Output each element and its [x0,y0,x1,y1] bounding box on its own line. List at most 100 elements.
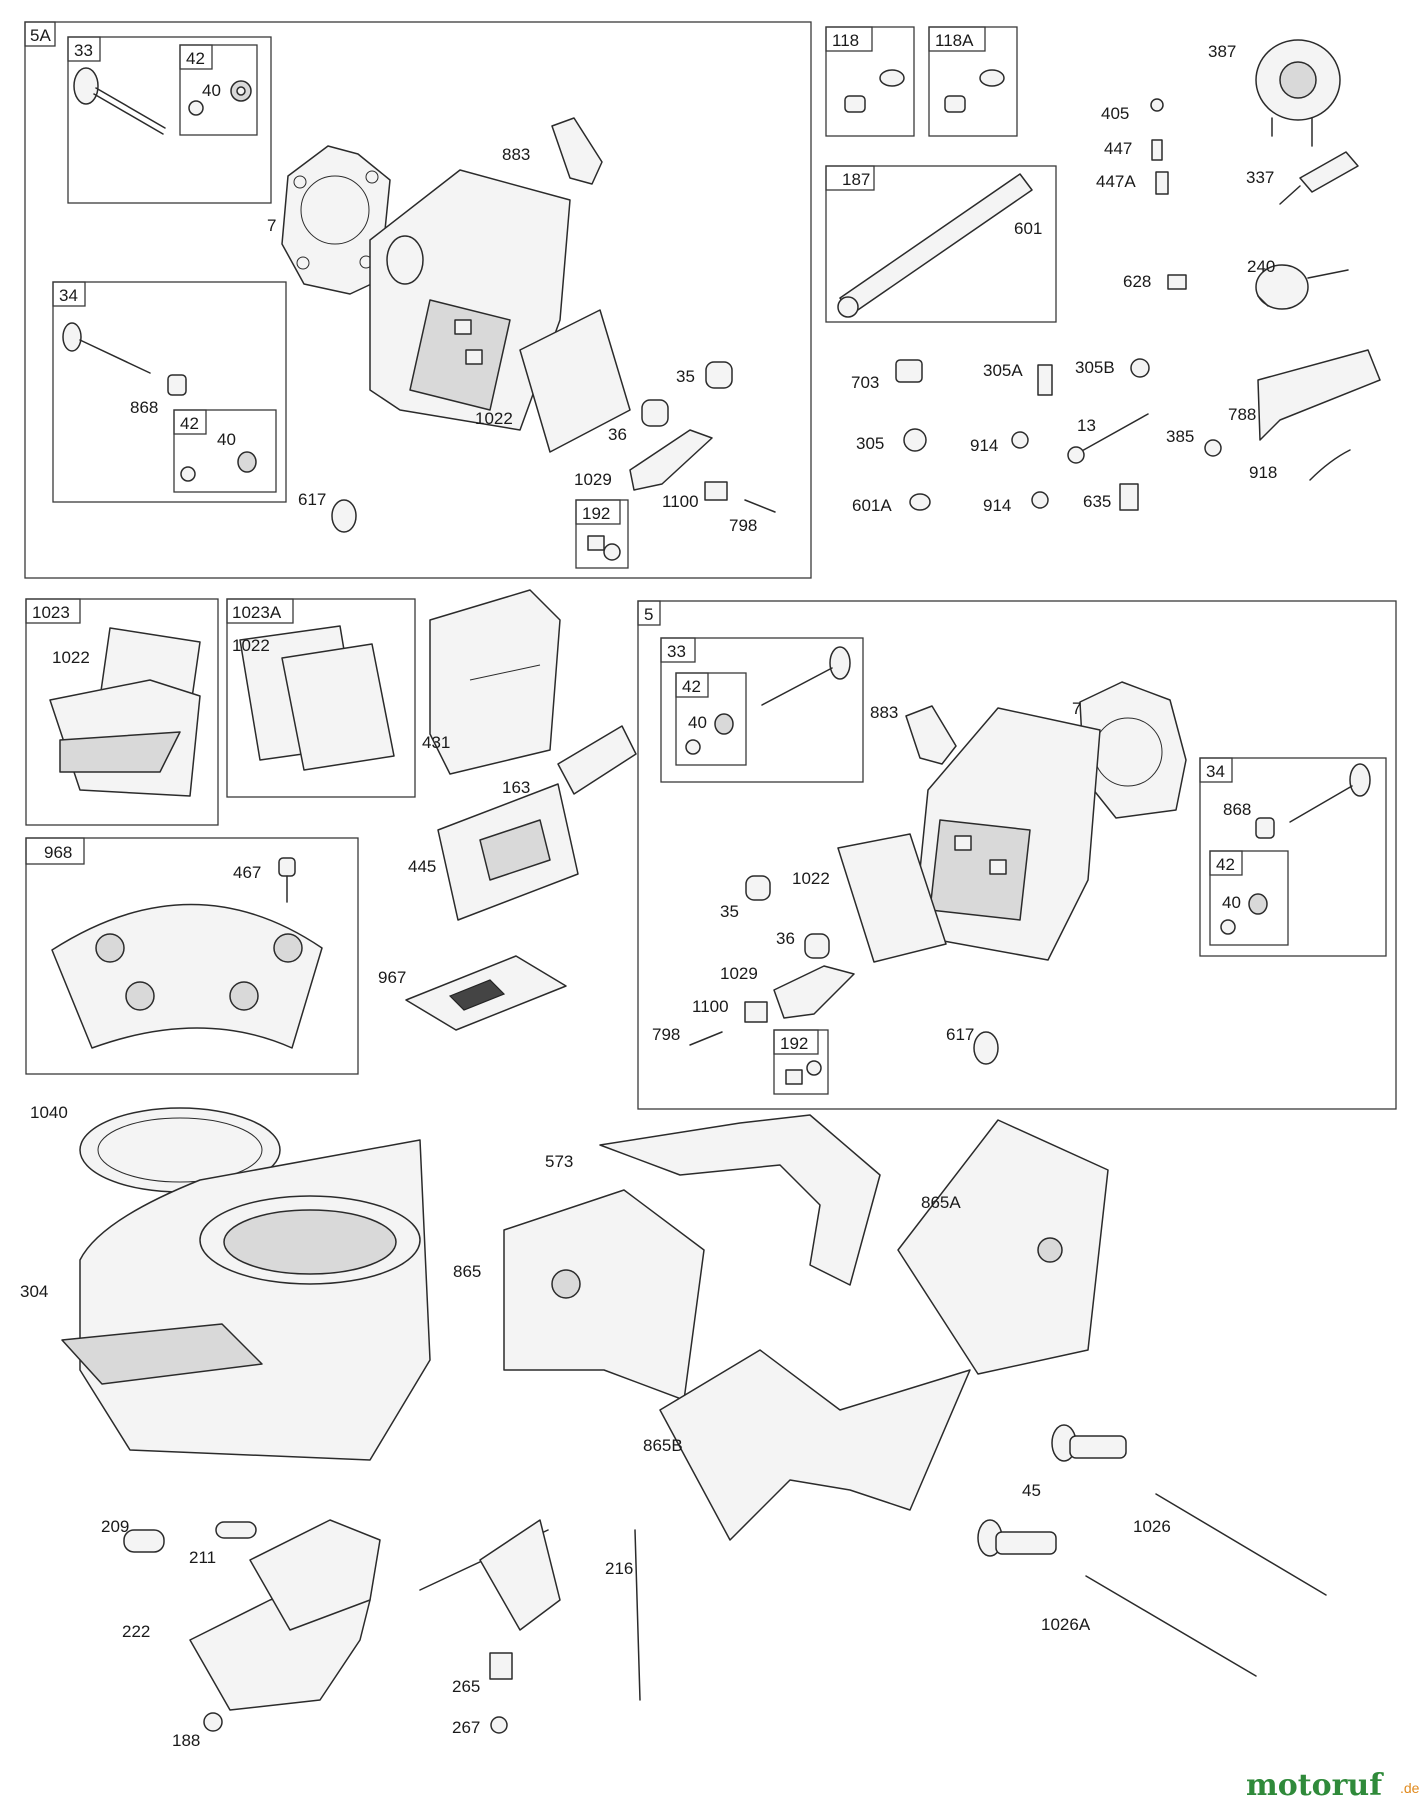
box-118A-label: 118A [935,31,974,50]
bolt-385-drawing [1204,439,1222,457]
box-42d-frame [1209,850,1289,946]
callout-405: 405 [1101,104,1129,123]
callout-265: 265 [452,1677,480,1696]
spring-35b-drawing [745,875,771,901]
box-42d-tag [1209,850,1243,876]
baffle-865A-hole [1037,1237,1063,1263]
control-bracket-222-drawing [189,1519,561,1711]
box-42c-tag [675,672,709,698]
callout-1100a: 1100 [662,492,699,511]
cover-gasket-drawing [519,309,631,453]
push-rod-1026-drawing [1155,1493,1327,1596]
bolt-447-drawing [1151,139,1163,161]
callout-628: 628 [1123,272,1151,291]
baffle-865-drawing [503,1189,705,1401]
box-42b-frame [173,409,277,493]
valve-34b-drawing [1255,763,1371,839]
intake-gasket-b-drawing [905,705,957,765]
callout-1022a: 1022 [475,409,513,428]
nut-192-round [603,543,621,561]
callout-865: 865 [453,1262,481,1281]
callout-703: 703 [851,373,879,392]
watermark-suffix: .de [1400,1780,1420,1796]
box-192b-label: 192 [780,1034,808,1053]
callout-40c: 40 [688,713,707,732]
callout-337: 337 [1246,168,1274,187]
callout-798b: 798 [652,1025,680,1044]
box-5-label: 5 [644,605,653,624]
keeper-c-drawing [685,739,701,755]
box-34b-frame [1199,757,1387,957]
callout-1022b: 1022 [52,648,90,667]
rocker-block-b-drawing [744,1001,768,1023]
box-187-tag [825,165,875,191]
callout-617a: 617 [298,490,326,509]
box-33b-frame [660,637,864,783]
callout-211: 211 [189,1548,216,1567]
box-34a-frame [52,281,287,503]
bolt-267-drawing [490,1716,508,1734]
valve-cover-1023-drawing [49,627,201,797]
hose-918-drawing [1309,449,1351,481]
box-1023A-tag [226,598,294,624]
box-192b-tag [773,1029,819,1055]
callout-13: 13 [1077,416,1096,435]
blower-housing-304-drawing [61,1139,431,1461]
nut-305B-drawing [1130,358,1150,378]
callout-40d: 40 [1222,893,1241,912]
callout-385: 385 [1166,427,1194,446]
box-192a-tag [575,499,621,525]
callout-883a: 883 [502,145,530,164]
callout-868b: 868 [1223,800,1251,819]
cover-gasket-b-drawing [837,833,947,963]
callout-163: 163 [502,778,530,797]
callout-865B: 865B [643,1436,683,1455]
callout-1026: 1026 [1133,1517,1171,1536]
bolt-305-drawing [903,428,927,452]
callout-222: 222 [122,1622,150,1641]
box-42a-label: 42 [186,49,205,68]
bracket-788-drawing [1257,349,1381,441]
callout-36a: 36 [608,425,627,444]
callout-35a: 35 [676,367,695,386]
valve-cover-1023A-drawing [239,625,395,771]
clip-703-drawing [895,359,923,383]
valve-drawing [73,67,166,135]
box-34b-tag [1199,757,1233,783]
box-1023-tag [25,598,81,624]
spring-36b-drawing [804,933,830,959]
box-5A-tag [24,21,56,47]
cylinder-head-b-drawing [917,707,1101,961]
o-ring-617b-drawing [973,1031,999,1065]
spark-plug-drawing [1279,151,1359,205]
callout-305A: 305A [983,361,1023,380]
callout-1022c: 1022 [232,636,270,655]
stud-305A-drawing [1037,364,1053,396]
push-rod-1026A-drawing [1085,1575,1257,1677]
box-33b-label: 33 [667,642,686,661]
box-34b-label: 34 [1206,762,1225,781]
callout-387: 387 [1208,42,1236,61]
callout-918: 918 [1249,463,1277,482]
keeper-drawing [188,100,204,116]
box-42c-frame [675,672,747,766]
rocker-arm-b-drawing [773,965,855,1019]
callout-788: 788 [1228,405,1256,424]
box-968-tag [25,837,85,865]
retainer-d-drawing [1248,893,1268,915]
box-34a-tag [52,281,86,307]
callout-40a: 40 [202,81,221,100]
fitting-118-drawing [844,69,905,113]
callout-1026A: 1026A [1041,1615,1091,1634]
bolt-447A-drawing [1155,171,1169,195]
callout-617b: 617 [946,1025,974,1044]
callout-798a: 798 [729,516,757,535]
box-frames: 5A 33 42 34 42 192 118 118A 187 1023 102 [24,21,1397,1110]
rocker-arm-drawing [629,429,713,491]
callout-868a: 868 [130,398,158,417]
valve-33b-drawing [761,646,851,706]
gasket-163-drawing [557,725,637,795]
rocker-bolt-b-drawing [689,1031,723,1046]
keeper-b-drawing [180,466,196,482]
watermark-brand: motoruf [1246,1768,1384,1800]
